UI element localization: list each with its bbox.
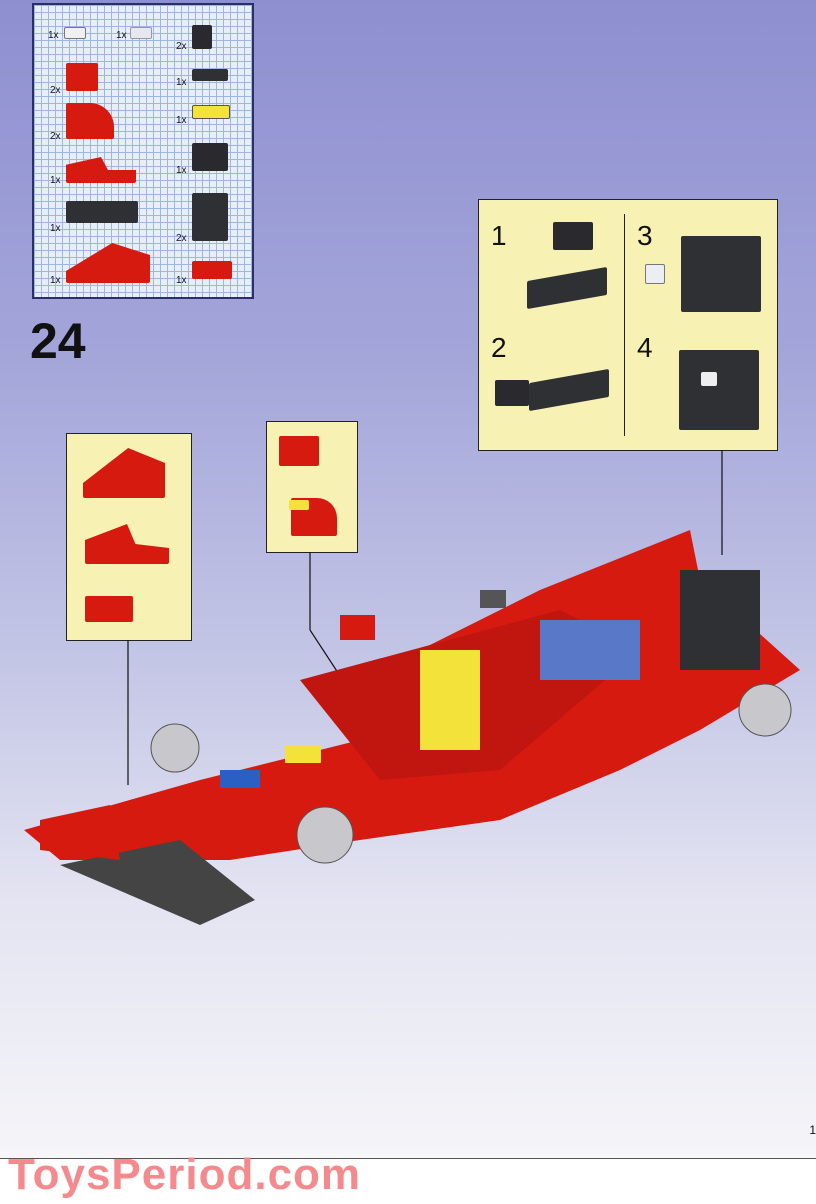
part-qty: 1x (48, 30, 59, 41)
part-red-plate-2x2 (192, 261, 232, 279)
seat (420, 650, 480, 750)
red-bracket (279, 436, 319, 466)
part-red-curved (66, 103, 114, 139)
part-black-plate-1x2 (192, 69, 228, 81)
part-qty: 1x (176, 77, 187, 88)
substep-callout: 1 2 3 4 (478, 199, 778, 451)
part-qty: 1x (116, 30, 127, 41)
part-qty: 2x (50, 131, 61, 142)
page-bottom-margin (0, 1159, 816, 1204)
part-qty: 2x (50, 85, 61, 96)
part-red-bracket (66, 63, 98, 91)
rear-wheel (738, 683, 792, 737)
red-plate (85, 596, 133, 622)
part-trans-plate (130, 27, 152, 39)
part-qty: 1x (176, 165, 187, 176)
part-qty: 1x (176, 275, 187, 286)
front-wheel-right (296, 806, 354, 864)
bottom-rule (0, 1158, 816, 1159)
substep-number: 4 (637, 332, 653, 363)
loose-bracket (340, 615, 375, 640)
part-black-panel (192, 193, 228, 241)
parts-list-box: 1x 1x 2x 2x 1x 2x 1x 1x 1x 1x 2x 1x 1x (32, 3, 254, 299)
watermark: ToysPeriod.com (8, 1150, 362, 1199)
race-car-model (24, 450, 800, 925)
blue-plate (220, 770, 260, 788)
part-qty: 2x (176, 233, 187, 244)
panel-sub2 (495, 380, 529, 406)
front-wing-left (60, 840, 255, 925)
rear-bracket-assembly (680, 570, 760, 670)
cockpit-callout (266, 421, 358, 553)
part-black-brick (192, 143, 228, 171)
part-yellow-plate (192, 105, 230, 119)
part-qty: 1x (176, 115, 187, 126)
page-number: 1 (809, 1123, 816, 1137)
part-qty: 1x (50, 275, 61, 286)
divider (624, 214, 625, 436)
part-white-plate (64, 27, 86, 39)
part-qty: 1x (50, 223, 61, 234)
assembly-sub4 (679, 350, 759, 430)
white-clip-sub4 (701, 372, 717, 386)
part-qty: 2x (176, 41, 187, 52)
substep-number: 2 (491, 332, 507, 363)
part-black-plate-2x4 (66, 201, 138, 223)
part-red-shell-slope (66, 243, 150, 283)
nose (40, 805, 120, 860)
front-wheel-left (150, 723, 200, 773)
substep-number: 1 (491, 220, 507, 251)
brick-sub1 (553, 222, 593, 250)
part-red-wedge (66, 157, 136, 183)
plate-sub2 (529, 368, 609, 412)
part-qty: 1x (50, 175, 61, 186)
part-black-clip-brick (192, 25, 212, 49)
yellow-plate (289, 500, 309, 510)
black-brick (480, 590, 506, 608)
engine-cover (540, 620, 640, 680)
plate-sub1 (527, 266, 607, 310)
substep-number: 3 (637, 220, 653, 251)
assembly-sub3 (681, 236, 761, 312)
nose-callout (66, 433, 192, 641)
step-number: 24 (30, 313, 86, 369)
trans-plate-sub3 (645, 264, 665, 284)
yellow-plate (285, 745, 321, 763)
